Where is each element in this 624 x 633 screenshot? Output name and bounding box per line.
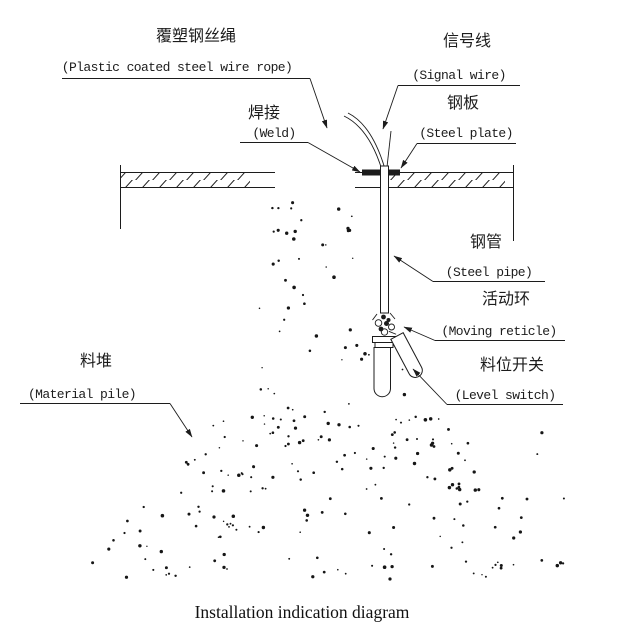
material-pile-dots	[91, 201, 565, 581]
pile-leader	[169, 403, 193, 438]
shackle-tick-left	[372, 313, 378, 321]
shackle-tick-right	[389, 312, 396, 320]
pipe-leader	[393, 255, 434, 282]
ring-label-cn: 活动环	[482, 289, 530, 308]
pile-label-cn: 料堆	[80, 351, 112, 370]
vertical-probe	[373, 347, 391, 398]
right-beam-hatch	[390, 173, 505, 187]
annotation-lines	[20, 78, 565, 438]
device-core	[343, 112, 400, 314]
ring-link	[381, 314, 386, 320]
weld-label-en: (Weld)	[252, 126, 295, 141]
ring-leader	[403, 326, 436, 341]
diagram-caption: Installation indication diagram	[195, 602, 410, 622]
plate-label-en: (Steel plate)	[419, 126, 513, 141]
plate-leader	[400, 143, 418, 169]
ring-link	[386, 318, 391, 322]
labels: 覆塑钢丝绳 (Plastic coated steel wire rope) 焊…	[28, 26, 557, 622]
weld-leader	[307, 142, 361, 173]
probe-collar-lower	[374, 342, 394, 348]
switch-label-en: (Level switch)	[455, 388, 556, 403]
wire-rope-curve-outer	[343, 115, 383, 171]
ring-link	[374, 319, 383, 327]
left-beam-hatch	[121, 173, 250, 187]
switch-label-cn: 料位开关	[480, 355, 544, 374]
angled-probe	[390, 332, 423, 378]
pipe-label-cn: 钢管	[470, 232, 502, 251]
ring-link	[388, 323, 395, 331]
ring-label-en: (Moving reticle)	[441, 324, 556, 339]
switch-leader	[412, 368, 448, 405]
ring-link	[384, 321, 389, 326]
plate-label-cn: 钢板	[447, 93, 479, 112]
weld-label-cn: 焊接	[248, 103, 280, 122]
level-switch-assembly	[372, 312, 423, 398]
rope-leader	[309, 78, 328, 129]
signal-wire-line	[386, 130, 392, 168]
support-structure	[120, 165, 514, 241]
signal-leader	[382, 85, 399, 130]
signal-label-cn: 信号线	[443, 31, 491, 50]
pipe-label-en: (Steel pipe)	[446, 265, 532, 280]
signal-label-en: (Signal wire)	[412, 68, 506, 83]
ring-link	[380, 328, 389, 336]
wire-rope-curve-inner	[347, 112, 386, 170]
pile-label-en: (Material pile)	[28, 387, 136, 402]
angled-probe-link	[388, 330, 397, 335]
rope-label-cn: 覆塑钢丝绳	[156, 26, 236, 45]
rope-label-en: (Plastic coated steel wire rope)	[62, 60, 292, 75]
steel-pipe-shape	[380, 165, 389, 314]
